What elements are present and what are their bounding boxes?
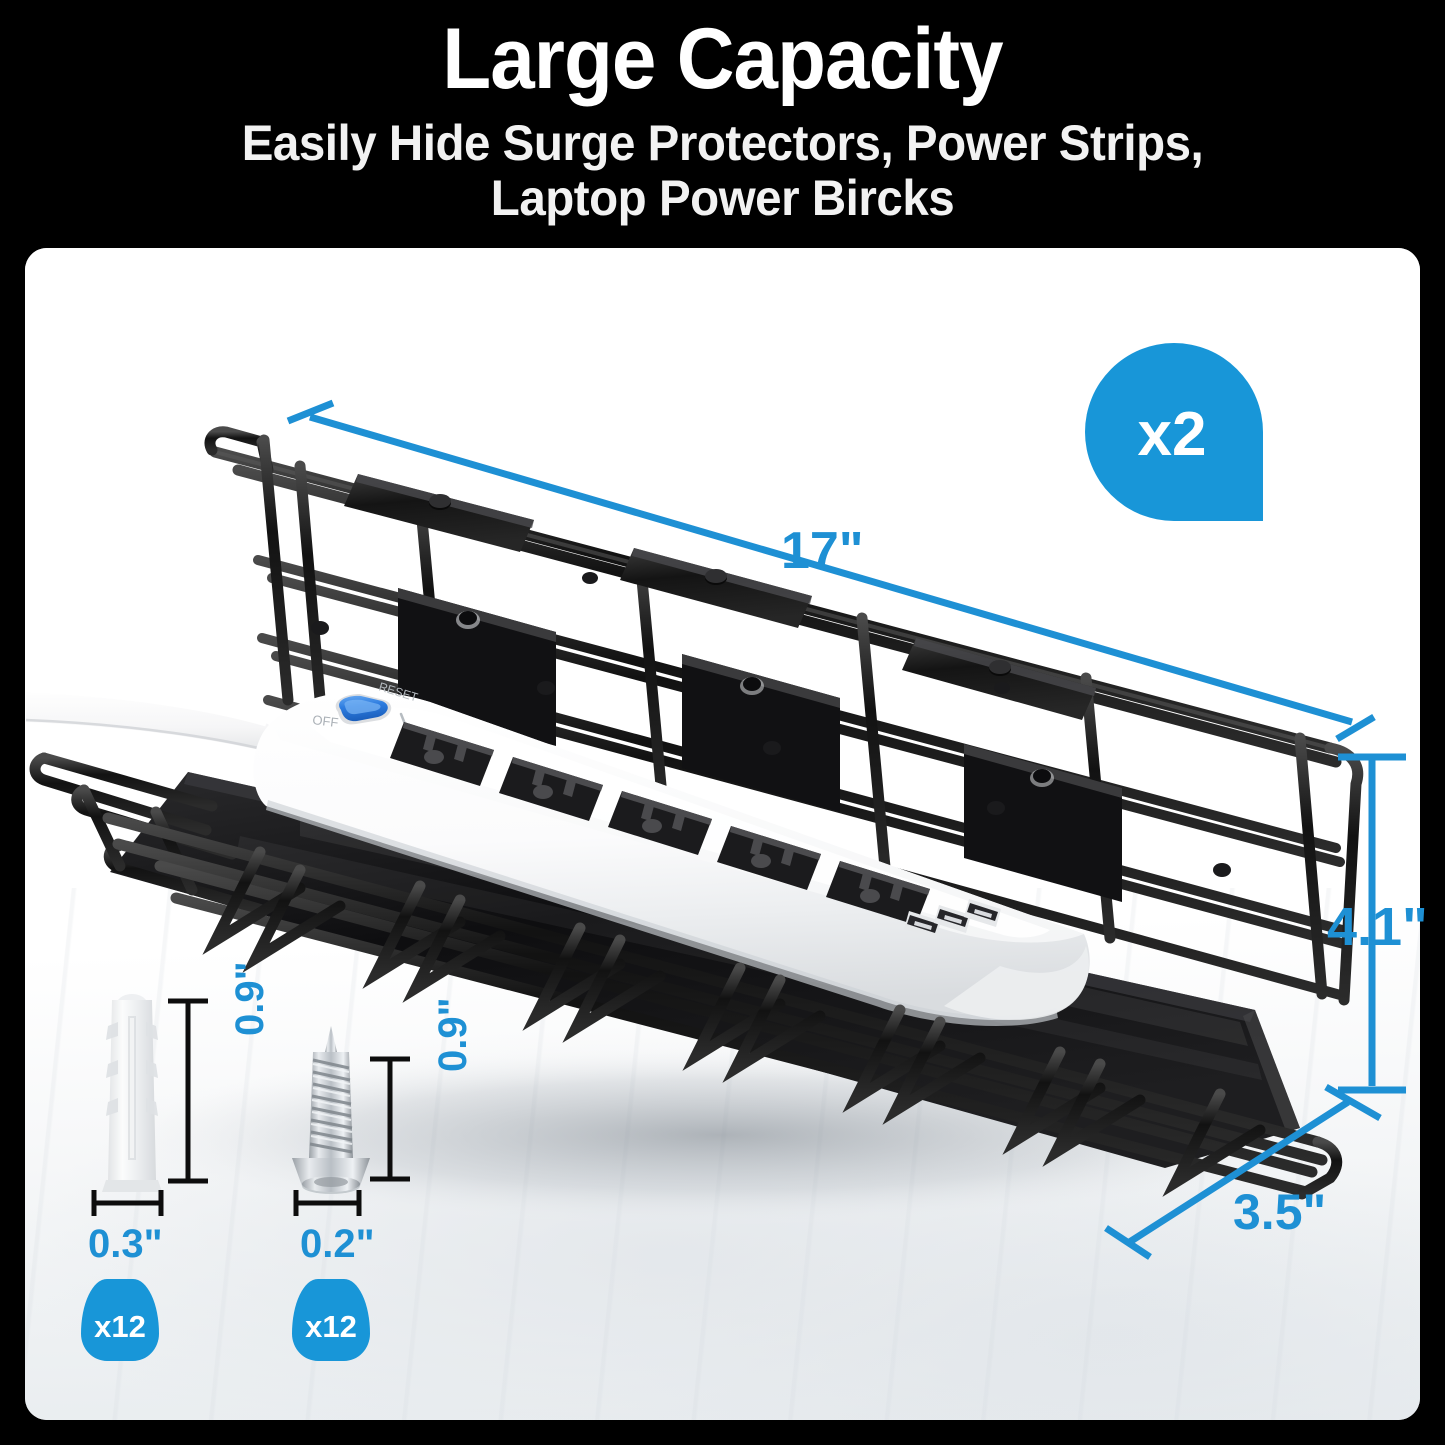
dimension-lines xyxy=(286,399,1406,1260)
tray-front-wall xyxy=(29,752,1343,1200)
ac-outlet xyxy=(608,791,712,855)
length-dimension-label: 17" xyxy=(781,522,864,580)
ac-outlets xyxy=(390,722,930,925)
screw-width-dimension xyxy=(293,1190,362,1216)
subtitle-line-2: Laptop Power Bircks xyxy=(490,169,955,226)
header-banner: Large Capacity Easily Hide Surge Protect… xyxy=(0,0,1445,248)
screw-width-label: 0.2" xyxy=(300,1222,375,1266)
usb-port xyxy=(934,905,971,933)
screw-quantity-badge: x12 xyxy=(292,1279,370,1361)
wire-clips xyxy=(311,572,1231,877)
inner-baffles xyxy=(398,588,1122,902)
ac-outlet xyxy=(390,722,494,786)
anchor-height-dimension xyxy=(168,998,208,1184)
anchor-width-dimension xyxy=(91,1190,164,1216)
screw-length-label: 0.9" xyxy=(431,997,475,1072)
usb-port xyxy=(904,911,941,939)
switch-off-label: OFF xyxy=(312,712,340,730)
depth-dimension-label: 3.5" xyxy=(1233,1184,1327,1240)
ac-outlet xyxy=(717,826,821,890)
keyhole-slot xyxy=(740,677,764,695)
mounting-plate xyxy=(620,548,812,628)
screw-quantity-label: x12 xyxy=(305,1309,357,1344)
ac-outlet xyxy=(499,757,603,821)
subtitle-line-1: Easily Hide Surge Protectors, Power Stri… xyxy=(241,114,1204,171)
power-switch xyxy=(335,694,392,725)
usb-port xyxy=(964,899,1001,927)
mounting-plate xyxy=(344,474,534,552)
ac-outlet xyxy=(826,861,930,925)
quantity-badge-main: x2 xyxy=(1085,343,1263,521)
page-title: Large Capacity xyxy=(442,11,1003,107)
anchor-quantity-label: x12 xyxy=(94,1309,146,1344)
depth-dimension-line xyxy=(1126,1099,1350,1246)
keyhole-slot xyxy=(1030,769,1054,787)
keyhole-slot xyxy=(456,611,480,629)
screw-height-dimension xyxy=(370,1056,410,1182)
usb-ports xyxy=(904,899,1001,939)
length-dimension-line xyxy=(309,413,1353,726)
power-strip: OFF RESET xyxy=(253,679,1090,1027)
quantity-badge-main-label: x2 xyxy=(1137,399,1207,469)
mounting-plates xyxy=(344,474,1096,720)
wall-anchor-illustration xyxy=(102,994,162,1192)
height-dimension-label: 4.1" xyxy=(1327,897,1428,957)
mounting-plate xyxy=(902,638,1096,720)
screw-illustration xyxy=(292,1026,370,1194)
anchor-quantity-badge: x12 xyxy=(81,1279,159,1361)
anchor-width-label: 0.3" xyxy=(88,1222,163,1266)
anchor-length-label: 0.9" xyxy=(228,961,272,1036)
